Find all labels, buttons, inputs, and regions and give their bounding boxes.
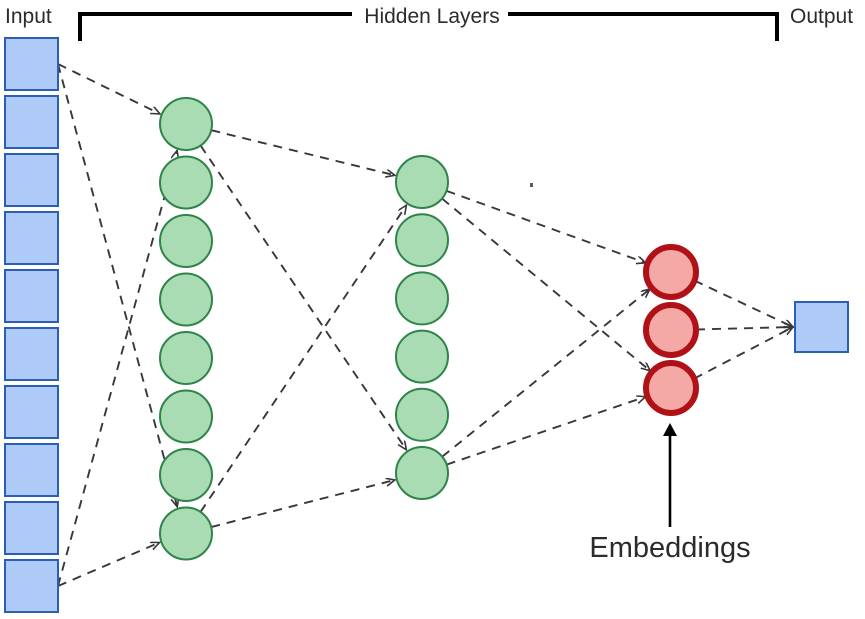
input-node-1 bbox=[4, 95, 59, 149]
connection-line bbox=[57, 63, 160, 114]
connection-line bbox=[210, 480, 395, 528]
bracket-right-arm bbox=[508, 12, 779, 41]
input-node-8 bbox=[4, 501, 59, 555]
connection-line bbox=[441, 197, 650, 371]
connection-line bbox=[693, 327, 793, 380]
hidden1-node-6 bbox=[159, 448, 213, 502]
connection-line bbox=[199, 145, 407, 450]
connection-line bbox=[694, 279, 793, 328]
hidden1-node-3 bbox=[159, 272, 213, 327]
output-label: Output bbox=[790, 5, 853, 28]
hidden-layers-label: Hidden Layers bbox=[364, 5, 499, 28]
input-node-2 bbox=[4, 153, 59, 207]
input-node-6 bbox=[4, 385, 59, 439]
hidden2-node-1 bbox=[395, 213, 449, 268]
input-node-3 bbox=[4, 211, 59, 265]
connection-line bbox=[57, 63, 177, 507]
hidden-layer-2 bbox=[395, 155, 449, 500]
hidden-layers-bracket bbox=[78, 12, 779, 41]
input-node-9 bbox=[4, 559, 59, 613]
input-node-4 bbox=[4, 269, 59, 323]
connection-line bbox=[211, 129, 395, 175]
input-node-7 bbox=[4, 443, 59, 497]
connection-line bbox=[199, 205, 406, 513]
input-node-0 bbox=[4, 37, 59, 91]
input-layer bbox=[4, 37, 59, 613]
output-layer bbox=[794, 301, 849, 353]
hidden-layer-1 bbox=[159, 97, 213, 561]
embedding-node-0 bbox=[643, 244, 699, 300]
connection-line bbox=[695, 327, 793, 330]
hidden2-node-4 bbox=[395, 387, 449, 442]
embedding-layer bbox=[643, 244, 699, 416]
embeddings-label: Embeddings bbox=[589, 532, 750, 564]
bracket-left-arm bbox=[78, 12, 352, 41]
hidden2-node-5 bbox=[395, 446, 449, 500]
connection-line bbox=[57, 543, 159, 587]
embedding-node-2 bbox=[643, 360, 699, 416]
hidden1-node-2 bbox=[159, 214, 213, 268]
connection-line bbox=[441, 289, 650, 458]
hidden2-node-3 bbox=[395, 329, 449, 384]
stray-speck bbox=[530, 183, 533, 187]
output-node-0 bbox=[794, 301, 849, 353]
embedding-node-1 bbox=[643, 302, 699, 358]
input-node-5 bbox=[4, 327, 59, 381]
hidden1-node-4 bbox=[159, 331, 213, 385]
hidden2-node-0 bbox=[395, 155, 449, 209]
input-label: Input bbox=[5, 5, 52, 28]
connection-line bbox=[446, 189, 645, 263]
hidden1-node-5 bbox=[159, 389, 213, 444]
hidden1-node-7 bbox=[159, 506, 213, 561]
connection-lines bbox=[57, 63, 793, 587]
hidden1-node-1 bbox=[159, 155, 213, 210]
hidden2-node-2 bbox=[395, 271, 449, 326]
connection-line bbox=[57, 151, 177, 587]
hidden1-node-0 bbox=[159, 97, 213, 151]
connection-line bbox=[446, 397, 646, 466]
